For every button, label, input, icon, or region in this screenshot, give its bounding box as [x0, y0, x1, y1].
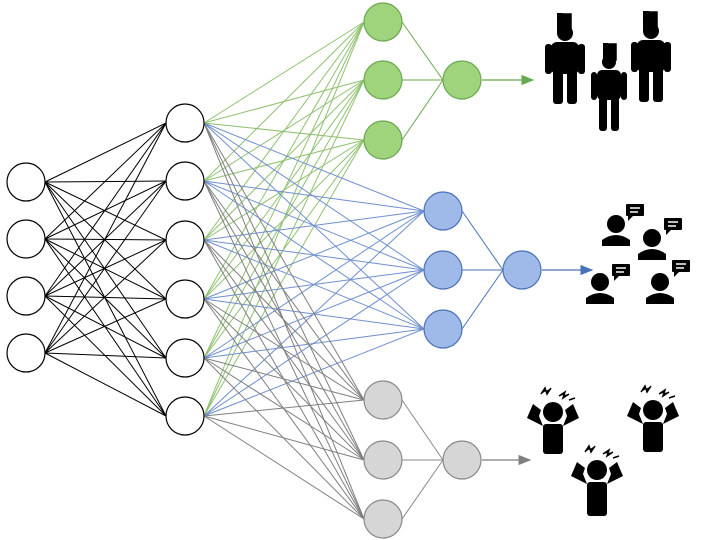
green-branch-edge	[203, 139, 365, 417]
green-branch-edge	[203, 139, 365, 300]
hidden-neuron	[165, 396, 205, 436]
input-neuron	[6, 162, 46, 202]
input-hidden-edge	[44, 181, 167, 241]
hidden-neuron	[165, 103, 205, 143]
input-hidden-edge	[44, 122, 167, 354]
green-branch-edge	[203, 139, 365, 241]
stressed-person-icon	[527, 386, 579, 454]
gray-branch-output-edge	[401, 399, 444, 461]
stressed-people-icon	[527, 384, 679, 516]
blue-branch-output-neuron	[502, 250, 542, 290]
gray-branch-edge	[203, 415, 365, 520]
input-neuron	[6, 333, 46, 373]
green-branch-edge	[203, 21, 365, 124]
blue-branch-edge	[203, 122, 425, 271]
input-hidden-edge	[44, 352, 167, 417]
blue-branch-output-edge	[461, 210, 504, 271]
gray-branch-edge	[203, 122, 365, 461]
hidden-neuron	[165, 279, 205, 319]
input-hidden-edge	[44, 122, 167, 183]
hidden-neuron	[165, 338, 205, 378]
blue-branch-neuron	[423, 309, 463, 349]
input-hidden-edge	[44, 352, 167, 359]
blue-branch-edge	[203, 180, 425, 330]
gray-branch-neuron	[363, 380, 403, 420]
talking-person-icon	[602, 204, 644, 246]
gray-branch-edge	[203, 298, 365, 520]
stressed-person-icon	[571, 444, 623, 516]
people-talking-icon	[586, 204, 690, 304]
green-branch-edge	[203, 79, 365, 124]
gray-branch-edge	[203, 180, 365, 520]
blue-branch-output-edge	[461, 269, 504, 330]
input-neuron	[6, 276, 46, 316]
talking-person-icon	[638, 218, 682, 260]
gray-branch-edge	[203, 399, 365, 417]
hidden-neuron	[165, 161, 205, 201]
gray-branch-output-neuron	[442, 440, 482, 480]
green-branch-edge	[203, 79, 365, 182]
talking-person-icon	[646, 260, 690, 304]
blue-branch-neuron	[423, 250, 463, 290]
input-hidden-edge	[44, 122, 167, 297]
gray-branch-edge	[203, 357, 365, 520]
gray-branch-output-edge	[401, 459, 444, 520]
input-hidden-edge	[44, 295, 167, 359]
neurons	[6, 2, 542, 539]
input-hidden-edge	[44, 238, 167, 241]
blue-branch-edge	[203, 122, 425, 212]
input-hidden-edge	[44, 238, 167, 359]
blue-branch-edge	[203, 122, 425, 330]
green-branch-neuron	[363, 120, 403, 160]
connection-edges	[44, 21, 504, 520]
stressed-person-icon	[627, 384, 679, 452]
blue-branch-edge	[203, 328, 425, 359]
people-leaving-through-doors-icon	[545, 11, 671, 131]
gray-branch-edge	[203, 122, 365, 401]
input-hidden-edge	[44, 295, 167, 300]
gray-branch-edge	[203, 239, 365, 520]
input-hidden-edge	[44, 298, 167, 354]
input-hidden-edge	[44, 180, 167, 354]
input-hidden-edge	[44, 181, 167, 359]
green-branch-edge	[203, 122, 365, 141]
gray-branch-neuron	[363, 440, 403, 480]
green-branch-neuron	[363, 2, 403, 42]
green-branch-edge	[203, 139, 365, 182]
green-branch-output-edge	[401, 21, 444, 81]
input-hidden-edge	[44, 238, 167, 300]
green-branch-edge	[203, 79, 365, 417]
person-figure-icon	[545, 13, 585, 104]
blue-branch-edge	[203, 239, 425, 330]
blue-branch-neuron	[423, 191, 463, 231]
input-hidden-edge	[44, 239, 167, 297]
input-hidden-edge	[44, 122, 167, 240]
talking-person-icon	[586, 264, 630, 304]
person-figure-icon	[591, 43, 627, 131]
green-branch-output-edge	[401, 79, 444, 141]
input-hidden-edge	[44, 181, 167, 300]
gray-branch-edge	[203, 122, 365, 520]
person-figure-icon	[631, 11, 671, 102]
green-branch-neuron	[363, 60, 403, 100]
gray-branch-neuron	[363, 499, 403, 539]
green-branch-output-neuron	[442, 60, 482, 100]
input-neuron	[6, 219, 46, 259]
input-hidden-edge	[44, 239, 167, 354]
hidden-neuron	[165, 220, 205, 260]
